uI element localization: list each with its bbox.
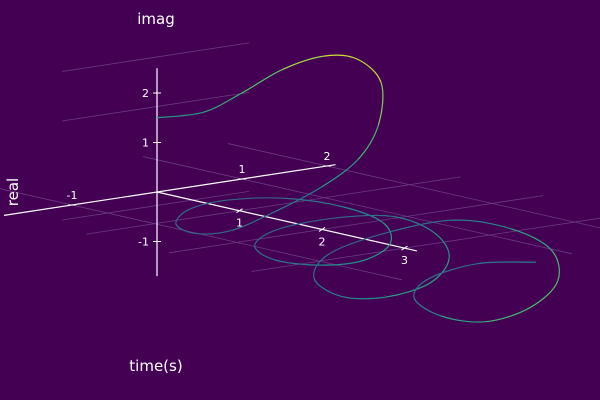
curve-segment: [313, 278, 342, 298]
curve-segment: [357, 124, 379, 161]
curve-segment: [320, 159, 359, 188]
grid-line: [62, 190, 250, 221]
curve-segment: [342, 206, 384, 224]
time-tick: [236, 208, 243, 214]
curve-segment: [550, 249, 560, 282]
curve-segment: [362, 243, 391, 262]
curve-segment: [478, 261, 536, 265]
imag-tick-label: 2: [142, 87, 149, 100]
curve-segment: [195, 229, 232, 235]
time-tick-label: 2: [319, 235, 326, 248]
curve-segment: [335, 214, 394, 219]
real-tick-label: 2: [324, 150, 331, 163]
grid-line: [227, 143, 600, 229]
grid-line: [142, 156, 573, 255]
grid-line: [251, 217, 600, 272]
imag-tick-label: -1: [138, 236, 149, 249]
grid-line: [62, 91, 250, 122]
time-axis-line: [156, 191, 418, 252]
x-axis-label: time(s): [129, 357, 182, 375]
series-curve: [156, 54, 560, 323]
curve-segment: [386, 219, 453, 234]
curve-segment: [156, 111, 204, 119]
curve-segment: [229, 197, 286, 201]
curve-segment: [433, 232, 450, 258]
curve-segment: [278, 217, 337, 230]
curve-segment: [254, 245, 274, 261]
z-axis-label: imag: [137, 10, 175, 28]
curve-segment: [377, 82, 384, 126]
curve-segment: [430, 257, 450, 284]
curve-segment: [428, 262, 479, 279]
curve-segment: [175, 208, 191, 224]
time-tick-label: 1: [236, 217, 243, 230]
grid-line: [86, 176, 461, 235]
curve-segment: [510, 228, 552, 251]
curve-segment: [382, 222, 392, 245]
curve-segment: [273, 258, 319, 266]
y-axis-label: real: [4, 178, 22, 206]
curve-segment: [356, 58, 382, 83]
curve-segment: [452, 219, 511, 230]
curve-segment: [231, 210, 277, 231]
real-tick-label: 1: [239, 163, 246, 176]
real-tick-label: -1: [67, 189, 78, 202]
curve-segment: [318, 260, 363, 266]
tick-labels-layer: 1 2 3 -1 1 2 -1 1 2: [67, 87, 408, 267]
imag-tick-label: 1: [142, 137, 149, 150]
real-axis-line: [3, 164, 336, 216]
curve-segment: [313, 253, 330, 279]
curve-segment: [189, 199, 230, 210]
time-tick: [318, 226, 326, 232]
grid-line: [168, 195, 544, 254]
curve-segment: [385, 282, 431, 298]
curve-segment: [530, 280, 559, 308]
grid-layer: [0, 42, 600, 281]
curve-segment: [175, 223, 196, 235]
curve-segment: [413, 277, 430, 299]
curve-segment: [282, 55, 324, 71]
curve-segment: [341, 295, 387, 300]
time-tick-label: 3: [401, 254, 408, 267]
curve-segment: [328, 232, 388, 255]
curve-segment: [241, 69, 283, 94]
curve-segment: [254, 228, 279, 246]
curve-segment: [393, 215, 435, 234]
curve-segment: [323, 54, 357, 60]
curve-segment: [203, 92, 243, 113]
curve-segment: [413, 297, 442, 317]
curve-segment: [285, 197, 343, 208]
curve-segment: [485, 306, 531, 323]
axes-layer: [3, 68, 418, 277]
curve-segment: [441, 315, 487, 323]
time-tick: [401, 245, 408, 251]
grid-line: [62, 42, 250, 72]
